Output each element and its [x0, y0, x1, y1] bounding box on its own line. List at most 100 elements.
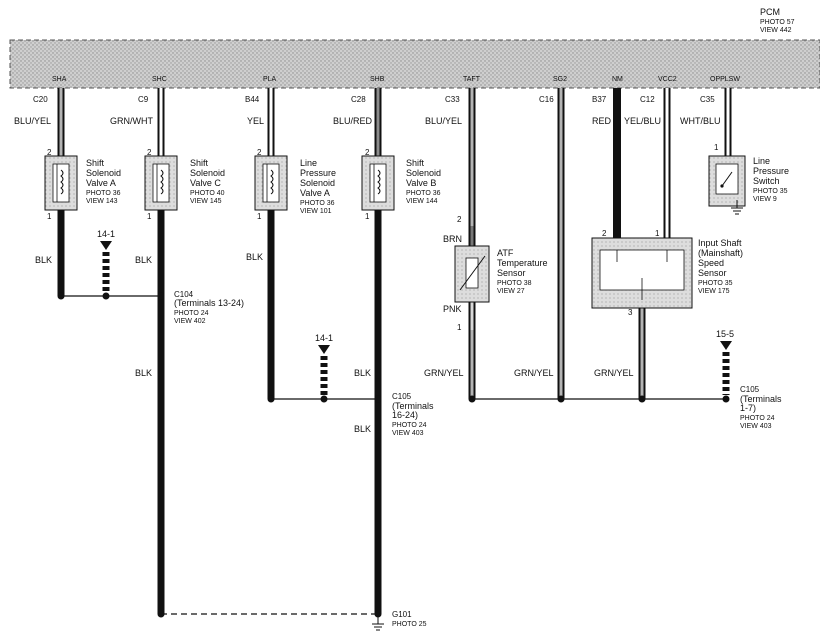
- pcm-pin-labels: C20 BLU/YEL C9 GRN/WHT B44 YEL C28 BLU/R…: [14, 95, 721, 126]
- pla-pin-1: 1: [257, 212, 262, 221]
- pin-c28: C28: [351, 95, 366, 104]
- splice-c105-16-24: 14-1 C105 (Terminals 16-24) PHOTO 24 VIE…: [267, 333, 434, 437]
- color-blu-red: BLU/RED: [333, 116, 373, 126]
- label-grn-yel-iss: GRN/YEL: [594, 368, 634, 378]
- shc-coil-icon: [160, 169, 164, 195]
- sha-pin-2: 2: [47, 148, 52, 157]
- splice-c104: BLK BLK 14-1 C104 (Terminals 13-24) PHOT…: [35, 229, 244, 325]
- atf-view: VIEW 27: [497, 288, 525, 295]
- c105a-view: VIEW 403: [392, 430, 424, 437]
- iss-pin-1: 1: [655, 229, 660, 238]
- pin-c33: C33: [445, 95, 460, 104]
- shb-coil-box: [369, 163, 387, 203]
- atf-label-2: Temperature: [497, 258, 548, 268]
- g101-photo: PHOTO 25: [392, 621, 427, 628]
- sha-coil-icon: [60, 169, 64, 195]
- pcm-photo: PHOTO 57: [760, 19, 795, 26]
- solenoid-shb: 2 1 Shift Solenoid Valve B PHOTO 36 VIEW…: [361, 148, 441, 221]
- shb-coil-icon: [377, 169, 381, 195]
- pla-label-1: Line: [300, 158, 317, 168]
- lps-pin-1: 1: [714, 143, 719, 152]
- iss-label-1: Input Shaft: [698, 238, 742, 248]
- pin-c35: C35: [700, 95, 715, 104]
- shc-view: VIEW 145: [190, 198, 222, 205]
- iss-label-3: Speed: [698, 258, 724, 268]
- c105b-photo: PHOTO 24: [740, 415, 775, 422]
- sha-pin-1: 1: [47, 212, 52, 221]
- wires: [57, 88, 732, 614]
- pla-coil-box: [262, 163, 280, 203]
- pin-b44: B44: [245, 95, 260, 104]
- c104-photo: PHOTO 24: [174, 310, 209, 317]
- pcm-header: PCM PHOTO 57 VIEW 442: [9, 7, 820, 89]
- ref-15-5-arrow-icon: [720, 341, 732, 350]
- color-grn-wht: GRN/WHT: [110, 116, 153, 126]
- label-blk-shc-lower: BLK: [135, 368, 152, 378]
- sha-view: VIEW 143: [86, 198, 118, 205]
- pla-label-2: Pressure: [300, 168, 336, 178]
- label-blk-sha: BLK: [35, 255, 52, 265]
- atf-wire-pnk: PNK: [443, 304, 462, 314]
- c105a-terminals-1: (Terminals: [392, 401, 434, 411]
- lps-label-1: Line: [753, 156, 770, 166]
- sha-label-2: Solenoid: [86, 168, 121, 178]
- solenoid-sha: 2 1 Shift Solenoid Valve A PHOTO 36 VIEW…: [44, 148, 121, 221]
- lps-view: VIEW 9: [753, 196, 777, 203]
- terminal-opplsw: OPPLSW: [710, 76, 740, 83]
- pcm-name: PCM: [760, 7, 780, 17]
- label-grn-yel-sg2: GRN/YEL: [514, 368, 554, 378]
- pin-c20: C20: [33, 95, 48, 104]
- label-grn-yel-taft: GRN/YEL: [424, 368, 464, 378]
- atf-photo: PHOTO 38: [497, 280, 532, 287]
- lps-label-3: Switch: [753, 176, 780, 186]
- c105b-view: VIEW 403: [740, 423, 772, 430]
- terminal-sg2: SG2: [553, 76, 567, 83]
- pin-c12: C12: [640, 95, 655, 104]
- shc-label-2: Solenoid: [190, 168, 225, 178]
- terminal-shc: SHC: [152, 76, 167, 83]
- ref-14-1-arrow-icon: [100, 241, 112, 250]
- pla-label-4: Valve A: [300, 188, 330, 198]
- c105a-name: C105: [392, 392, 412, 401]
- terminal-nm: NM: [612, 76, 623, 83]
- label-blk-pla: BLK: [246, 252, 263, 262]
- c105b-name: C105: [740, 385, 760, 394]
- terminal-shb: SHB: [370, 76, 385, 83]
- sha-label-1: Shift: [86, 158, 105, 168]
- c105b-terminals-2: 1-7): [740, 403, 756, 413]
- iss-pin-2: 2: [602, 229, 607, 238]
- atf-label-1: ATF: [497, 248, 514, 258]
- shc-photo: PHOTO 40: [190, 190, 225, 197]
- sha-coil-box: [52, 163, 70, 203]
- c105b-terminals-1: (Terminals: [740, 394, 782, 404]
- atf-temperature-sensor: 2 BRN PNK 1 ATF Temperature Sensor PHOTO…: [443, 215, 548, 332]
- atf-pin-1: 1: [457, 323, 462, 332]
- c105a-photo: PHOTO 24: [392, 422, 427, 429]
- shb-view: VIEW 144: [406, 198, 438, 205]
- terminal-pla: PLA: [263, 76, 277, 83]
- c105a-terminals-2: 16-24): [392, 410, 418, 420]
- g101-name: G101: [392, 610, 412, 619]
- pla-pin-2: 2: [257, 148, 262, 157]
- ground-g101: G101 PHOTO 25: [157, 610, 427, 631]
- color-yel: YEL: [247, 116, 264, 126]
- iss-label-4: Sensor: [698, 268, 727, 278]
- pin-b37: B37: [592, 95, 607, 104]
- ref-14-1-c105: 14-1: [315, 333, 333, 343]
- splice-c105-1-7: GRN/YEL GRN/YEL GRN/YEL 15-5 C105 (Termi…: [424, 329, 782, 430]
- solenoid-pla: 2 1 Line Pressure Solenoid Valve A PHOTO…: [254, 148, 336, 221]
- shc-label-3: Valve C: [190, 178, 221, 188]
- shc-pin-2: 2: [147, 148, 152, 157]
- color-yel-blu: YEL/BLU: [624, 116, 661, 126]
- c104-terminals: (Terminals 13-24): [174, 298, 244, 308]
- label-blk-shc: BLK: [135, 255, 152, 265]
- pcm-view: VIEW 442: [760, 27, 792, 34]
- ref-14-1-c105-arrow-icon: [318, 345, 330, 354]
- lps-photo: PHOTO 35: [753, 188, 788, 195]
- ref-14-1-c104: 14-1: [97, 229, 115, 239]
- terminal-taft: TAFT: [463, 76, 481, 83]
- pin-c9: C9: [138, 95, 149, 104]
- shb-label-1: Shift: [406, 158, 425, 168]
- iss-photo: PHOTO 35: [698, 280, 733, 287]
